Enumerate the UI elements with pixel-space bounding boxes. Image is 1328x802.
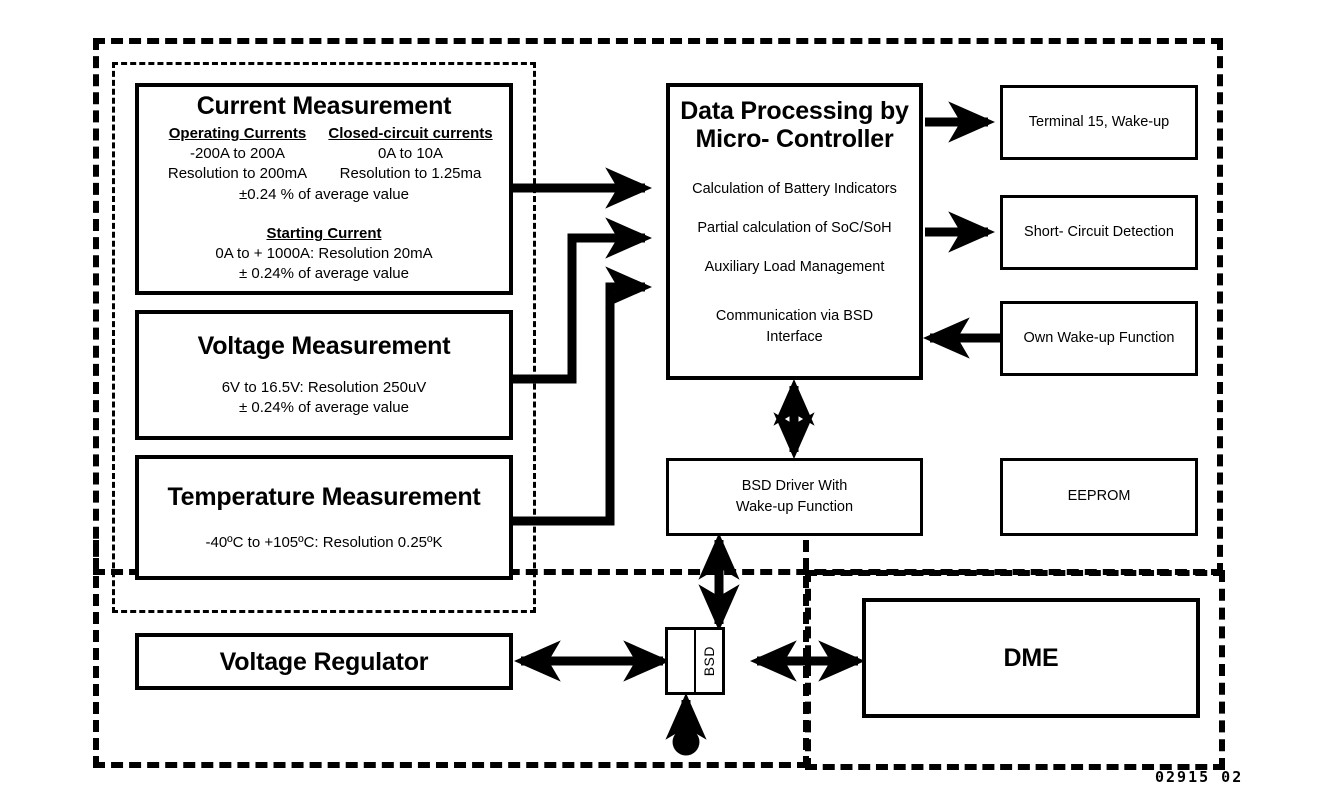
processing-function-battery-indicators: Calculation of Battery Indicators (692, 181, 897, 197)
wire-voltage-to-processing (513, 217, 653, 384)
box-own-wakeup-function[interactable]: Own Wake-up Function (1000, 301, 1198, 376)
temperature-measurement-range: -40ºC to +105ºC: Resolution 0.25ºK (205, 533, 443, 551)
current-tolerance-2: ± 0.24% of average value (238, 265, 409, 282)
own-wakeup-label: Own Wake-up Function (1023, 329, 1175, 346)
box-dme[interactable]: DME (862, 598, 1200, 718)
closed-circuit-currents-column: Closed-circuit currents 0A to 10A Resolu… (324, 124, 497, 183)
voltage-measurement-tolerance: ± 0.24% of average value (238, 399, 409, 416)
voltage-measurement-range: 6V to 16.5V: Resolution 250uV (221, 379, 427, 397)
processing-function-bsd-comm-line1: Communication via BSD (715, 308, 874, 325)
voltage-measurement-title: Voltage Measurement (197, 332, 451, 361)
measurement-boundary-inner (112, 62, 536, 613)
bsd-driver-line1: BSD Driver With (741, 477, 848, 494)
data-processing-title-line1: Data Processing by (680, 97, 909, 125)
bsd-driver-line2: Wake-up Function (735, 499, 854, 515)
module-boundary-outer (93, 38, 1223, 575)
bsd-connector-pin-left (668, 630, 696, 692)
closed-circuit-resolution: Resolution to 1.25ma (339, 164, 482, 182)
eeprom-label: EEPROM (1067, 488, 1131, 505)
temperature-measurement-title: Temperature Measurement (167, 482, 481, 511)
box-bsd-driver[interactable]: BSD Driver With Wake-up Function (666, 458, 923, 536)
processing-function-load-management: Auxiliary Load Management (704, 259, 885, 276)
short-circuit-label: Short- Circuit Detection (1024, 223, 1174, 240)
closed-circuit-heading: Closed-circuit currents (328, 125, 493, 143)
bsd-connector-label: BSD (701, 645, 717, 677)
starting-current-heading: Starting Current (266, 225, 382, 243)
operating-currents-heading: Operating Currents (168, 125, 307, 143)
wire-temperature-to-processing (513, 266, 653, 526)
box-voltage-regulator[interactable]: Voltage Regulator (135, 633, 513, 690)
box-temperature-measurement[interactable]: Temperature Measurement -40ºC to +105ºC:… (135, 455, 513, 580)
bsd-connector[interactable]: BSD (665, 627, 725, 695)
voltage-regulator-title: Voltage Regulator (219, 647, 429, 676)
box-voltage-measurement[interactable]: Voltage Measurement 6V to 16.5V: Resolut… (135, 310, 513, 440)
data-processing-functions: Calculation of Battery Indicators Partia… (670, 179, 919, 348)
operating-currents-range: -200A to 200A (189, 145, 286, 163)
terminal-15-label: Terminal 15, Wake-up (1028, 113, 1170, 130)
box-short-circuit-detection[interactable]: Short- Circuit Detection (1000, 195, 1198, 270)
processing-function-bsd-comm-line2: Interface (766, 329, 823, 346)
closed-circuit-range: 0A to 10A (377, 145, 444, 163)
dme-title: DME (1003, 644, 1059, 672)
processing-function-soc-soh: Partial calculation of SoC/SoH (697, 220, 892, 237)
starting-current-range: 0A to + 1000A: Resolution 20mA (215, 245, 433, 263)
bsd-connector-pin-right: BSD (696, 630, 722, 692)
current-measurement-columns: Operating Currents -200A to 200A Resolut… (143, 124, 505, 183)
figure-number: 02915 02 (1155, 768, 1244, 786)
box-data-processing[interactable]: Data Processing by Micro- Controller Cal… (666, 83, 923, 380)
box-eeprom[interactable]: EEPROM (1000, 458, 1198, 536)
current-tolerance-1: ±0.24 % of average value (238, 185, 409, 203)
data-processing-title-line2: Micro- Controller (695, 125, 894, 153)
box-current-measurement[interactable]: Current Measurement Operating Currents -… (135, 83, 513, 295)
operating-currents-resolution: Resolution to 200mA (167, 164, 308, 182)
current-measurement-title: Current Measurement (196, 92, 452, 121)
box-terminal-15-wakeup[interactable]: Terminal 15, Wake-up (1000, 85, 1198, 160)
operating-currents-column: Operating Currents -200A to 200A Resolut… (151, 124, 324, 183)
